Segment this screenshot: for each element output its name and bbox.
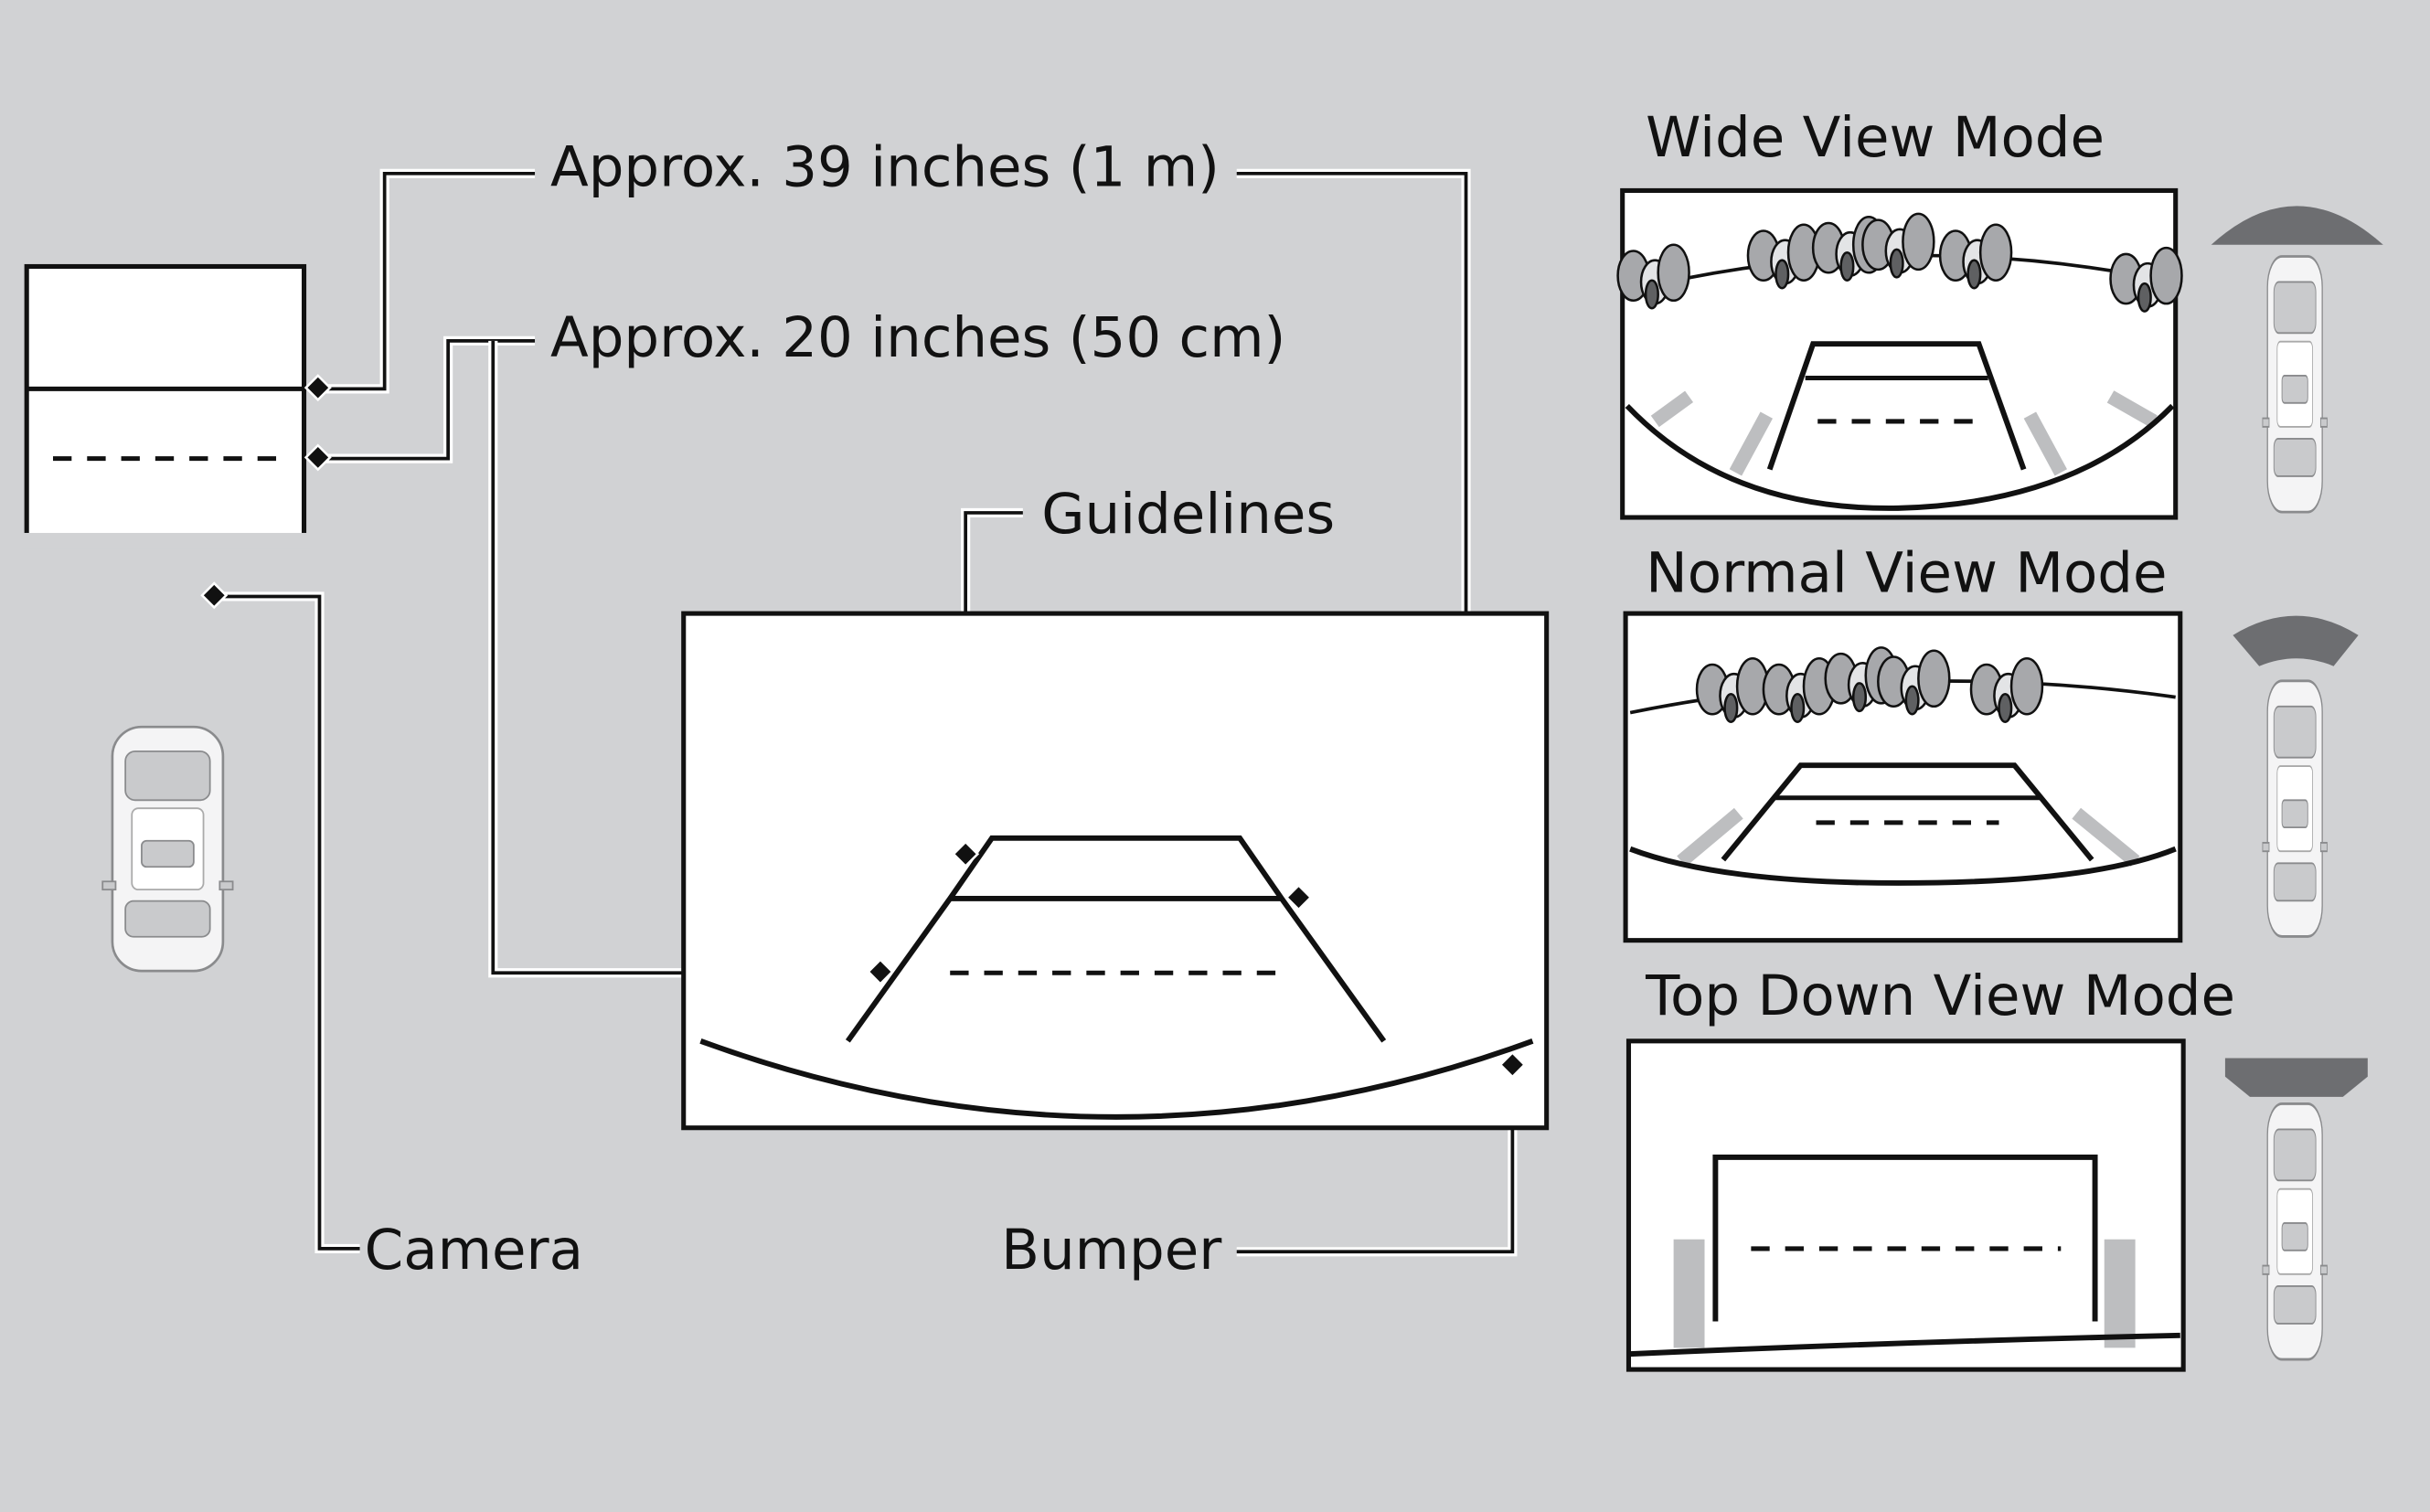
top-down-coverage-indicator xyxy=(2224,1058,2368,1097)
vehicle-top-view xyxy=(101,725,234,973)
callout-markers xyxy=(200,374,1527,1079)
distance-reference-box xyxy=(22,263,311,548)
label-bumper: Bumper xyxy=(1001,1218,1222,1283)
normal-view-screen xyxy=(1623,611,2183,943)
normal-coverage-indicator xyxy=(2233,615,2359,666)
wide-view-mode-title: Wide View Mode xyxy=(1646,105,2105,170)
wide-car-icon xyxy=(2261,255,2329,514)
normal-car-icon xyxy=(2261,679,2329,938)
wide-view-screen xyxy=(1616,187,2183,520)
label-approx-1m: Approx. 39 inches (1 m) xyxy=(550,134,1220,199)
label-camera: Camera xyxy=(365,1218,583,1283)
wide-coverage-indicator xyxy=(2211,206,2383,245)
bumper-line xyxy=(699,1038,1534,1120)
callout-lines xyxy=(214,168,1518,1257)
top-down-view-mode-title: Top Down View Mode xyxy=(1645,964,2235,1028)
camera-view-screen xyxy=(681,611,1550,1131)
normal-view-mode-title: Normal View Mode xyxy=(1646,540,2167,605)
top-down-view-screen xyxy=(1625,1038,2186,1372)
top-down-car-icon xyxy=(2261,1102,2329,1361)
label-guidelines: Guidelines xyxy=(1041,482,1335,547)
label-approx-50cm: Approx. 20 inches (50 cm) xyxy=(550,305,1285,370)
